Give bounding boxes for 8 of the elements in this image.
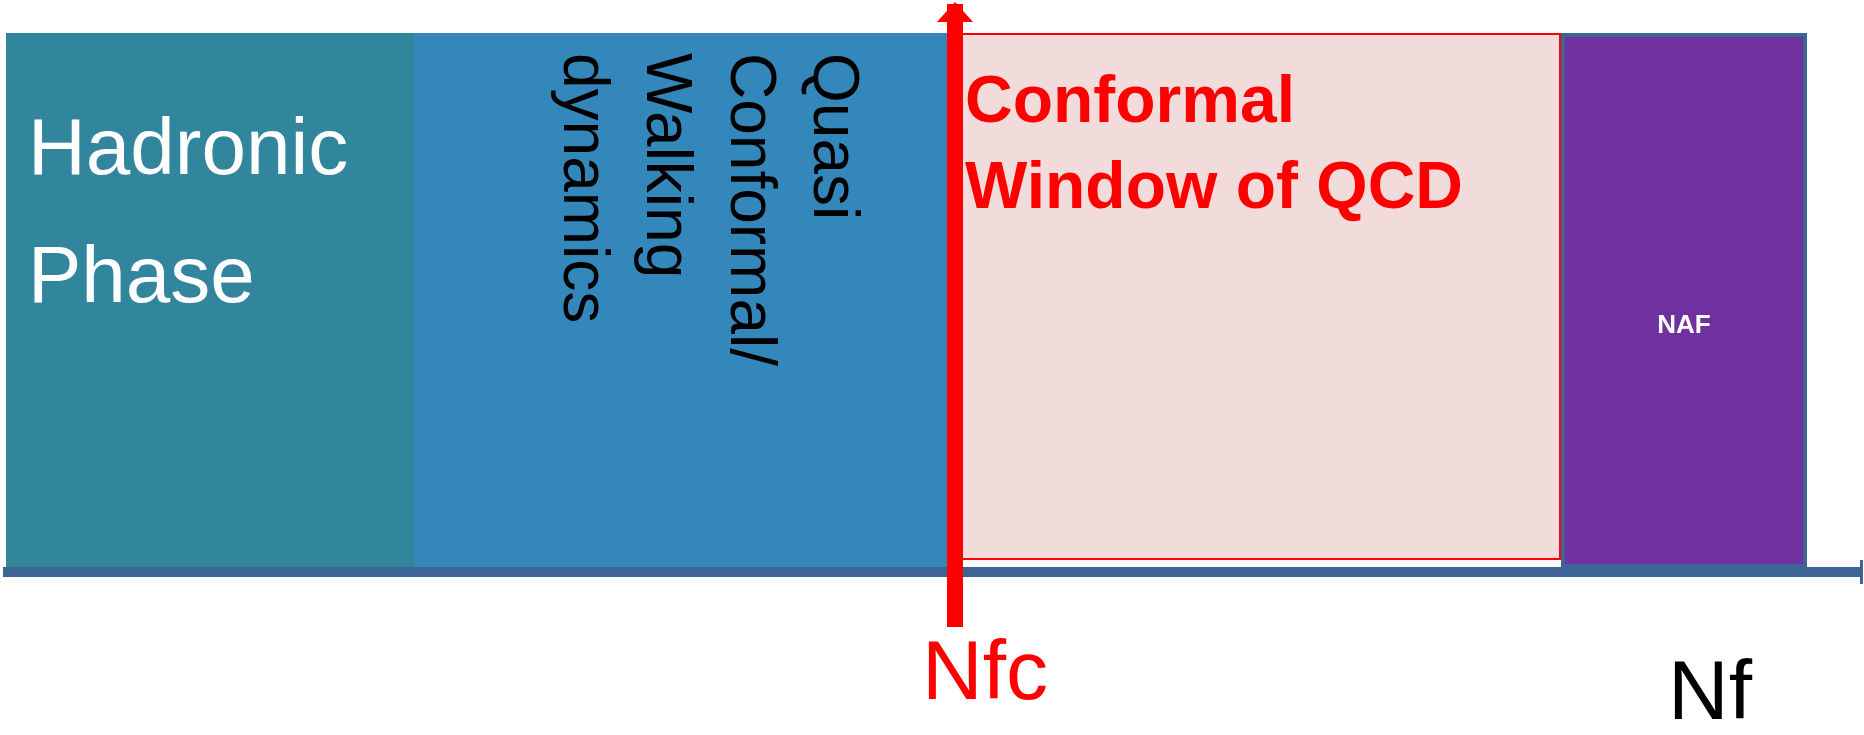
region-label: NAF <box>1656 309 1712 341</box>
region-label: Quasi Conformal/ Walking dynamics <box>549 53 873 368</box>
axis-title: Nf <box>1668 648 1752 732</box>
phase-band <box>6 33 414 568</box>
phase-band <box>1561 33 1807 568</box>
region-label: Conformal Window of QCD <box>965 61 1464 224</box>
axis-value-label: Nfc <box>922 628 1048 712</box>
region-label: Hadronic Phase <box>28 101 350 321</box>
